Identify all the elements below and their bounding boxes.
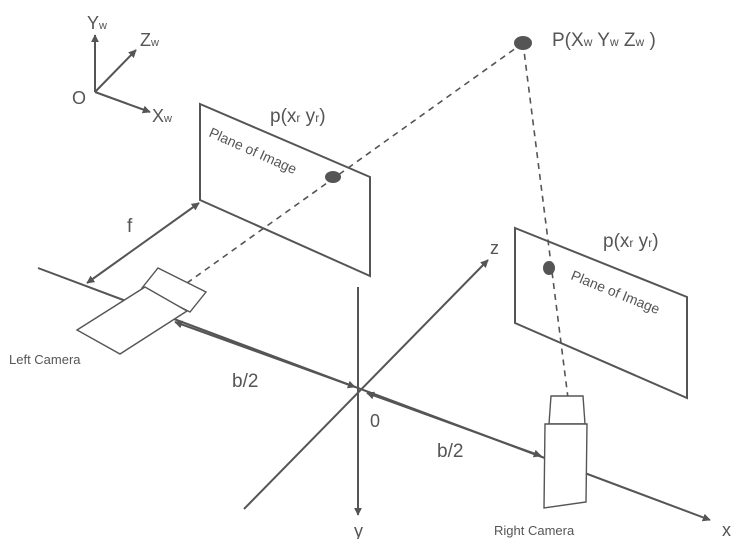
world-x-label: Xw xyxy=(152,106,172,126)
world-point-label: P(Xw Yw Zw ) xyxy=(552,30,656,51)
right-plane-label: Plane of Image xyxy=(569,267,663,317)
center-origin-label: 0 xyxy=(370,411,380,431)
world-origin-label: O xyxy=(72,88,86,108)
left-camera xyxy=(75,267,208,355)
focal-length-arrow xyxy=(86,202,200,284)
z-axis xyxy=(243,259,489,510)
right-camera xyxy=(543,395,588,509)
world-z-axis xyxy=(94,49,137,93)
right-image-point-marker xyxy=(543,261,555,275)
world-z-label: Zw xyxy=(140,30,159,50)
left-baseline-arrow xyxy=(174,320,356,389)
left-camera-body xyxy=(75,286,189,355)
right-baseline-arrow xyxy=(366,391,542,458)
right-camera-label: Right Camera xyxy=(494,523,575,538)
right-projection-ray xyxy=(522,42,569,399)
world-y-label: Yw xyxy=(87,13,107,33)
focal-length-label: f xyxy=(127,216,133,237)
world-axes xyxy=(91,34,151,114)
z-axis-label: z xyxy=(490,238,499,258)
right-baseline-label: b/2 xyxy=(437,441,463,462)
left-image-point-label: p(xr yr) xyxy=(270,106,326,127)
left-image-point-marker xyxy=(325,171,341,183)
y-axis-label: y xyxy=(354,521,363,539)
left-projection-ray xyxy=(179,42,524,289)
left-camera-lens xyxy=(140,267,208,313)
right-image-plane xyxy=(514,226,688,400)
right-image-point-label: p(xr yr) xyxy=(603,231,659,252)
right-camera-lens xyxy=(548,395,586,425)
right-camera-body xyxy=(543,423,588,509)
projection-rays xyxy=(179,42,569,399)
x-axis-label: x xyxy=(722,520,731,539)
left-camera-label: Left Camera xyxy=(9,352,81,367)
world-x-axis xyxy=(94,91,151,114)
left-baseline-label: b/2 xyxy=(232,371,258,392)
left-image-plane xyxy=(199,102,371,278)
left-plane-label: Plane of Image xyxy=(207,124,300,177)
baseline-arrows xyxy=(174,320,542,458)
